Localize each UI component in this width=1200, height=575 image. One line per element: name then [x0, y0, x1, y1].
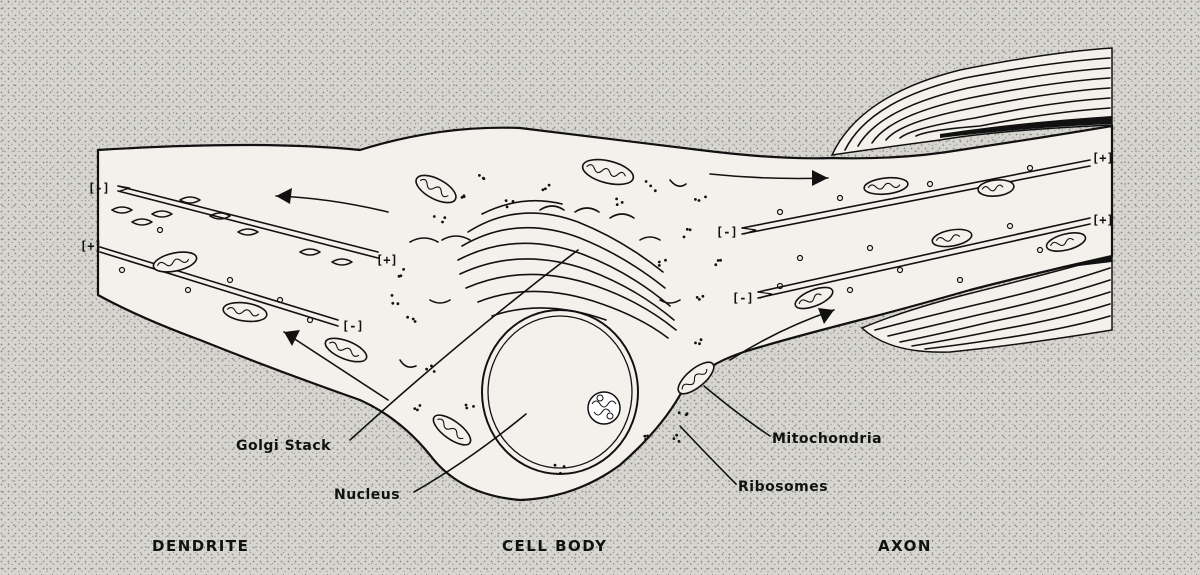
ribosome-dot: [689, 228, 692, 231]
nucleus-label: Nucleus: [334, 487, 400, 503]
polarity-minus-marker: [-]: [88, 181, 110, 195]
polarity-plus-marker: [+]: [80, 239, 102, 253]
ribosome-dot: [554, 464, 557, 467]
ribosome-dot: [698, 298, 701, 301]
ribosome-dot: [425, 368, 428, 371]
ribosome-dot: [505, 199, 508, 202]
polarity-minus-marker: [-]: [342, 319, 364, 333]
ribosome-dot: [559, 472, 562, 475]
ribosome-dot: [686, 228, 689, 231]
ribosome-dot: [482, 177, 485, 180]
ribosome-dot: [419, 404, 422, 407]
ribosome-dot: [472, 405, 475, 408]
ribosome-dot: [412, 318, 415, 321]
ribosome-dot: [615, 198, 618, 201]
ribosome-dot: [719, 259, 722, 262]
ribosome-dot: [700, 338, 703, 341]
ribosome-dot: [673, 437, 676, 440]
ribosome-dot: [400, 274, 403, 277]
ribosome-dot: [714, 263, 717, 266]
ribosome-dot: [675, 434, 678, 437]
ribosome-dot: [433, 215, 436, 218]
ribosome-dot: [645, 180, 648, 183]
ribosome-dot: [678, 440, 681, 443]
ribosome-dot: [506, 206, 509, 209]
nucleolus: [588, 392, 620, 424]
ribosome-dot: [563, 465, 566, 468]
ribosome-dot: [643, 435, 646, 438]
ribosome-dot: [414, 320, 417, 323]
ribosome-dot: [658, 261, 661, 264]
polarity-minus-marker: [-]: [732, 291, 754, 305]
ribosome-dot: [512, 200, 515, 203]
ribosomes-label: Ribosomes: [738, 479, 828, 495]
ribosome-dot: [413, 407, 416, 410]
ribosome-dot: [443, 216, 446, 219]
ribosome-dot: [621, 201, 624, 204]
ribosome-dot: [463, 195, 466, 198]
mitochondria-label: Mitochondria: [772, 431, 882, 447]
ribosome-dot: [644, 438, 647, 441]
ribosome-dot: [704, 196, 707, 199]
ribosome-dot: [465, 407, 468, 410]
ribosome-dot: [698, 199, 701, 202]
ribosome-dot: [664, 259, 667, 262]
ribosome-dot: [542, 188, 545, 191]
ribosome-dot: [658, 264, 661, 267]
ribosome-dot: [702, 295, 705, 298]
ribosome-dot: [433, 370, 436, 373]
golgi-stack-label: Golgi Stack: [236, 438, 331, 454]
ribosome-dot: [391, 302, 394, 305]
ribosome-dot: [678, 411, 681, 414]
ribosome-dot: [478, 174, 481, 177]
axon-label: AXON: [878, 537, 932, 555]
ribosome-dot: [698, 342, 701, 345]
ribosome-dot: [649, 185, 652, 188]
ribosome-dot: [402, 268, 405, 271]
ribosome-dot: [654, 189, 657, 192]
ribosome-dot: [544, 187, 547, 190]
ribosome-dot: [465, 404, 468, 407]
polarity-plus-marker: [+]: [1092, 213, 1114, 227]
ribosome-dot: [694, 342, 697, 345]
polarity-plus-marker: [+]: [376, 253, 398, 267]
ribosome-dot: [646, 435, 649, 438]
ribosome-dot: [391, 294, 394, 297]
ribosome-dot: [686, 412, 689, 415]
ribosome-dot: [717, 259, 720, 262]
polarity-plus-marker: [+]: [1092, 151, 1114, 165]
ribosome-dot: [416, 409, 419, 412]
ribosome-dot: [616, 203, 619, 206]
dendrite-label: DENDRITE: [152, 537, 249, 555]
ribosome-dot: [548, 184, 551, 187]
cell-body-label: CELL BODY: [502, 537, 608, 555]
ribosome-dot: [683, 236, 686, 239]
ribosome-dot: [406, 316, 409, 319]
ribosome-dot: [696, 296, 699, 299]
ribosome-dot: [397, 302, 400, 305]
ribosome-dot: [694, 198, 697, 201]
ribosome-dot: [441, 221, 444, 224]
polarity-minus-marker: [-]: [716, 225, 738, 239]
